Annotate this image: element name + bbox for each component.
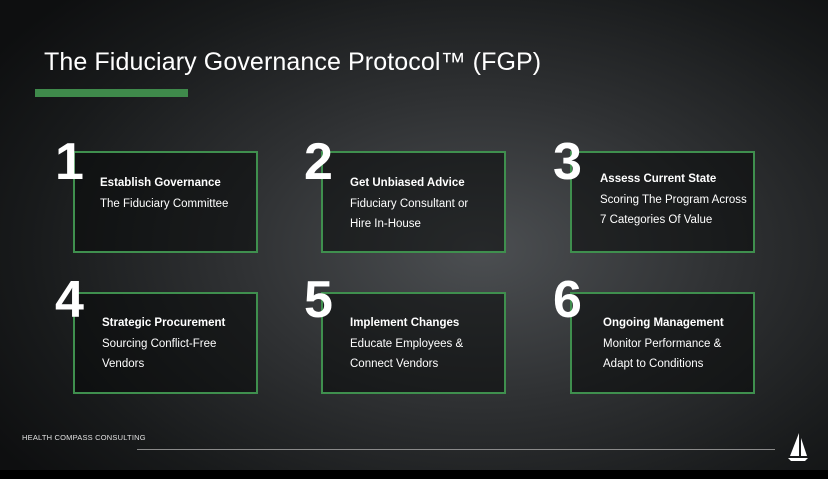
step-line-3b: 7 Categories Of Value [600,214,713,226]
footer-divider [137,449,775,450]
step-line-6b: Adapt to Conditions [603,358,704,370]
step-line-4b: Vendors [102,358,145,370]
step-card-1 [73,151,258,253]
footer-brand-text: HEALTH COMPASS CONSULTING [22,433,146,442]
step-card-6 [570,292,755,394]
step-number-1: 1 [55,133,84,191]
sailboat-icon [788,433,808,461]
step-number-6: 6 [553,271,582,329]
step-card-3 [570,151,755,253]
step-number-2: 2 [304,133,333,191]
step-heading-3: Assess Current State [600,173,717,185]
step-line-2b: Hire In-House [350,218,421,230]
title-underline-bar [35,89,188,97]
step-heading-2: Get Unbiased Advice [350,177,465,189]
step-heading-4: Strategic Procurement [102,317,226,329]
bottom-edge-strip [0,470,828,479]
step-line-3a: Scoring The Program Across [600,194,747,206]
step-heading-5: Implement Changes [350,317,460,329]
step-card-5 [321,292,506,394]
step-line-6a: Monitor Performance & [603,338,722,350]
step-card-2 [321,151,506,253]
step-number-3: 3 [553,133,582,191]
step-line-2a: Fiduciary Consultant or [350,198,469,210]
step-line-5a: Educate Employees & [350,338,464,350]
step-line-1a: The Fiduciary Committee [100,198,229,210]
step-heading-6: Ongoing Management [603,317,724,329]
step-card-4 [73,292,258,394]
step-line-5b: Connect Vendors [350,358,439,370]
step-number-4: 4 [55,271,84,329]
step-heading-1: Establish Governance [100,177,221,189]
step-number-5: 5 [304,271,333,329]
slide-title: The Fiduciary Governance Protocol™ (FGP) [44,48,542,76]
step-line-4a: Sourcing Conflict-Free [102,338,217,350]
